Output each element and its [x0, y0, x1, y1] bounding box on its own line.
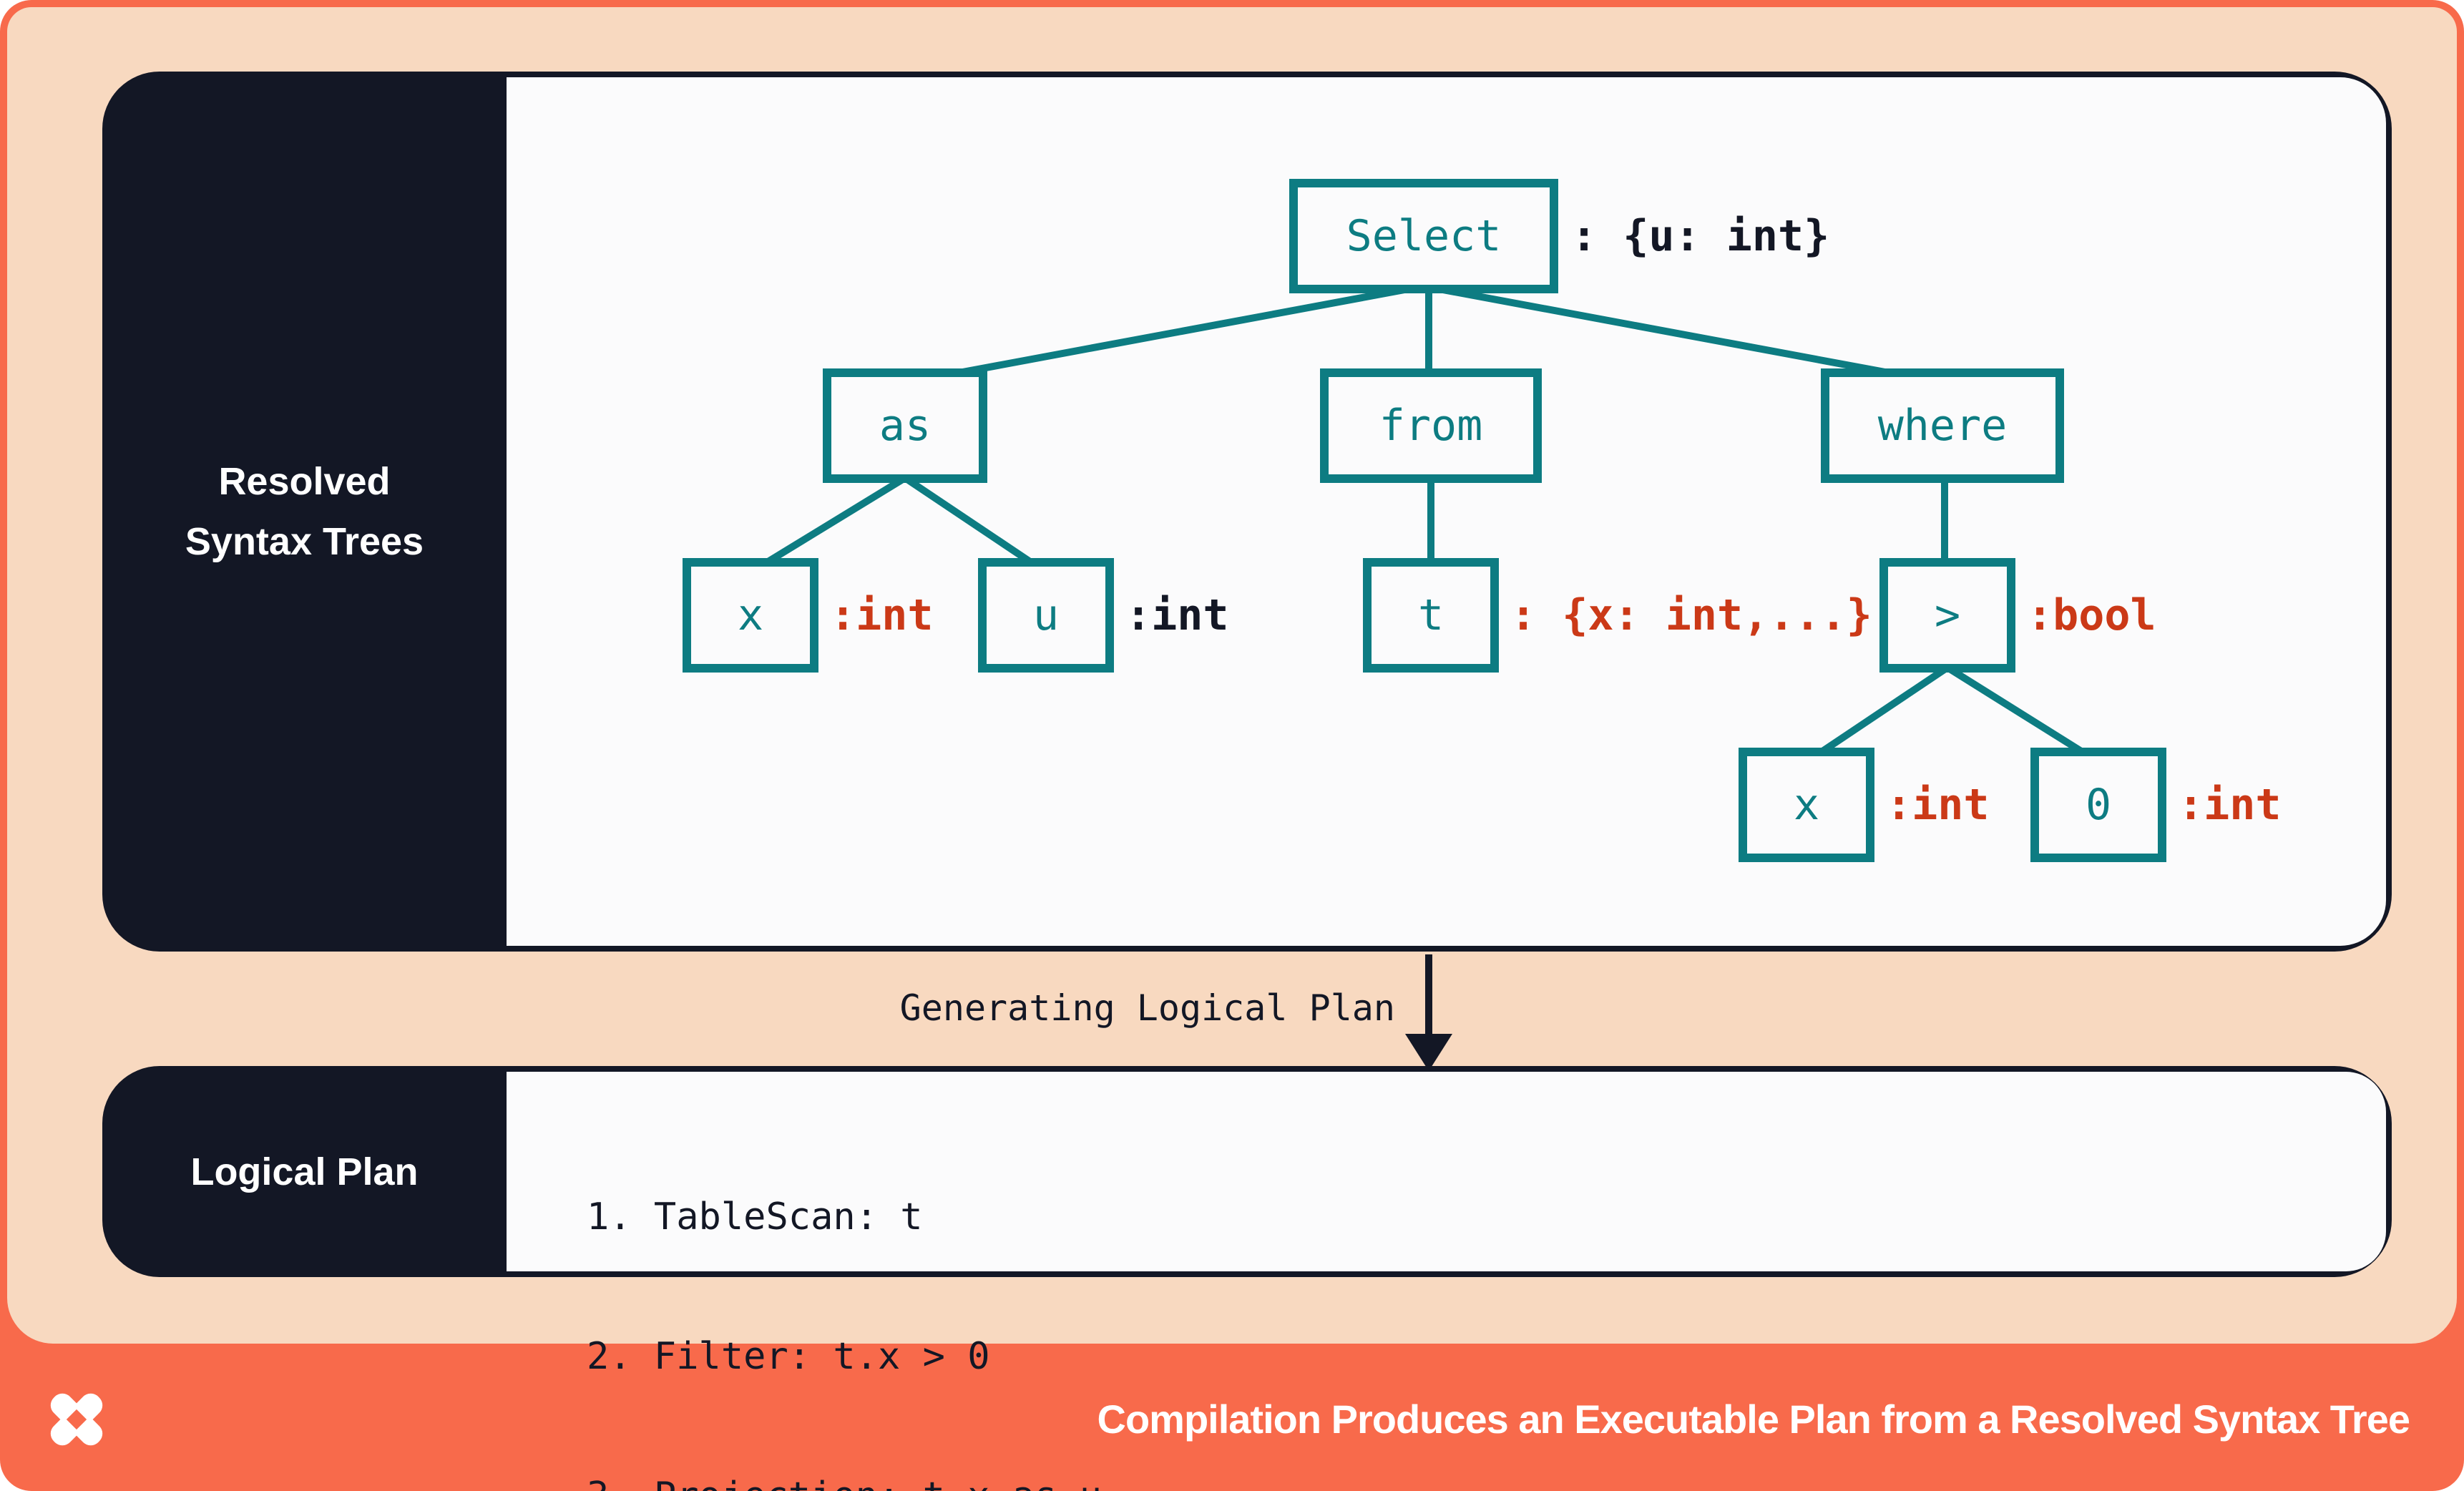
footer-title: Compilation Produces an Executable Plan … [1097, 1397, 2410, 1442]
down-arrow-icon [1425, 954, 1432, 1037]
type-annotation-x-gt: :int [1886, 780, 1990, 830]
type-annotation-greater-than: :bool [2027, 590, 2156, 640]
tree-node-as: as [823, 368, 987, 483]
label-line-1: Resolved [218, 460, 391, 503]
logical-plan-panel: 1. TableScan: t 2. Filter: t.x > 0 3. Pr… [102, 1066, 2392, 1491]
node-label: x [737, 590, 764, 640]
node-label: x [1793, 780, 1820, 830]
type-annotation-zero: :int [2178, 780, 2282, 830]
generating-logical-plan-caption: Generating Logical Plan [899, 987, 1395, 1029]
plan-step-2: 2. Filter: t.x > 0 [587, 1335, 990, 1378]
tree-node-from: from [1320, 368, 1542, 483]
node-label: Select [1346, 211, 1502, 261]
tree-node-select: Select [1289, 179, 1558, 293]
tree-node-where: where [1821, 368, 2064, 483]
tree-node-u-as: u [978, 558, 1114, 673]
type-annotation-select: : {u: int} [1571, 211, 1830, 261]
resolved-syntax-trees-label: Resolved Syntax Trees [102, 72, 507, 952]
type-annotation-t-from: : {x: int,...} [1510, 590, 1872, 640]
type-annotation-u-as: :int [1125, 590, 1229, 640]
node-label: where [1877, 401, 2008, 451]
tree-node-t-from: t [1363, 558, 1499, 673]
node-label: t [1417, 590, 1444, 640]
node-label: from [1379, 401, 1483, 451]
node-label: 0 [2085, 780, 2112, 830]
type-annotation-x-as: :int [830, 590, 934, 640]
plan-step-1: 1. TableScan: t [587, 1196, 923, 1238]
plan-canvas: 1. TableScan: t 2. Filter: t.x > 0 3. Pr… [507, 1072, 2386, 1491]
tree-node-zero: 0 [2030, 748, 2166, 862]
label-line-2: Syntax Trees [185, 520, 424, 563]
plan-step-3: 3. Projection: t.x as u [587, 1473, 1102, 1491]
logical-plan-steps: 1. TableScan: t 2. Filter: t.x > 0 3. Pr… [587, 1101, 1102, 1491]
logical-plan-label: Logical Plan [190, 1150, 419, 1193]
down-arrow-head-icon [1405, 1034, 1452, 1071]
node-label: u [1032, 590, 1060, 640]
tree-node-x-as: x [683, 558, 818, 673]
tree-node-greater-than: > [1879, 558, 2015, 673]
pinwheel-logo-icon [50, 1393, 103, 1446]
node-label: as [879, 401, 932, 451]
tree-node-x-gt: x [1739, 748, 1874, 862]
node-label: > [1934, 590, 1961, 640]
